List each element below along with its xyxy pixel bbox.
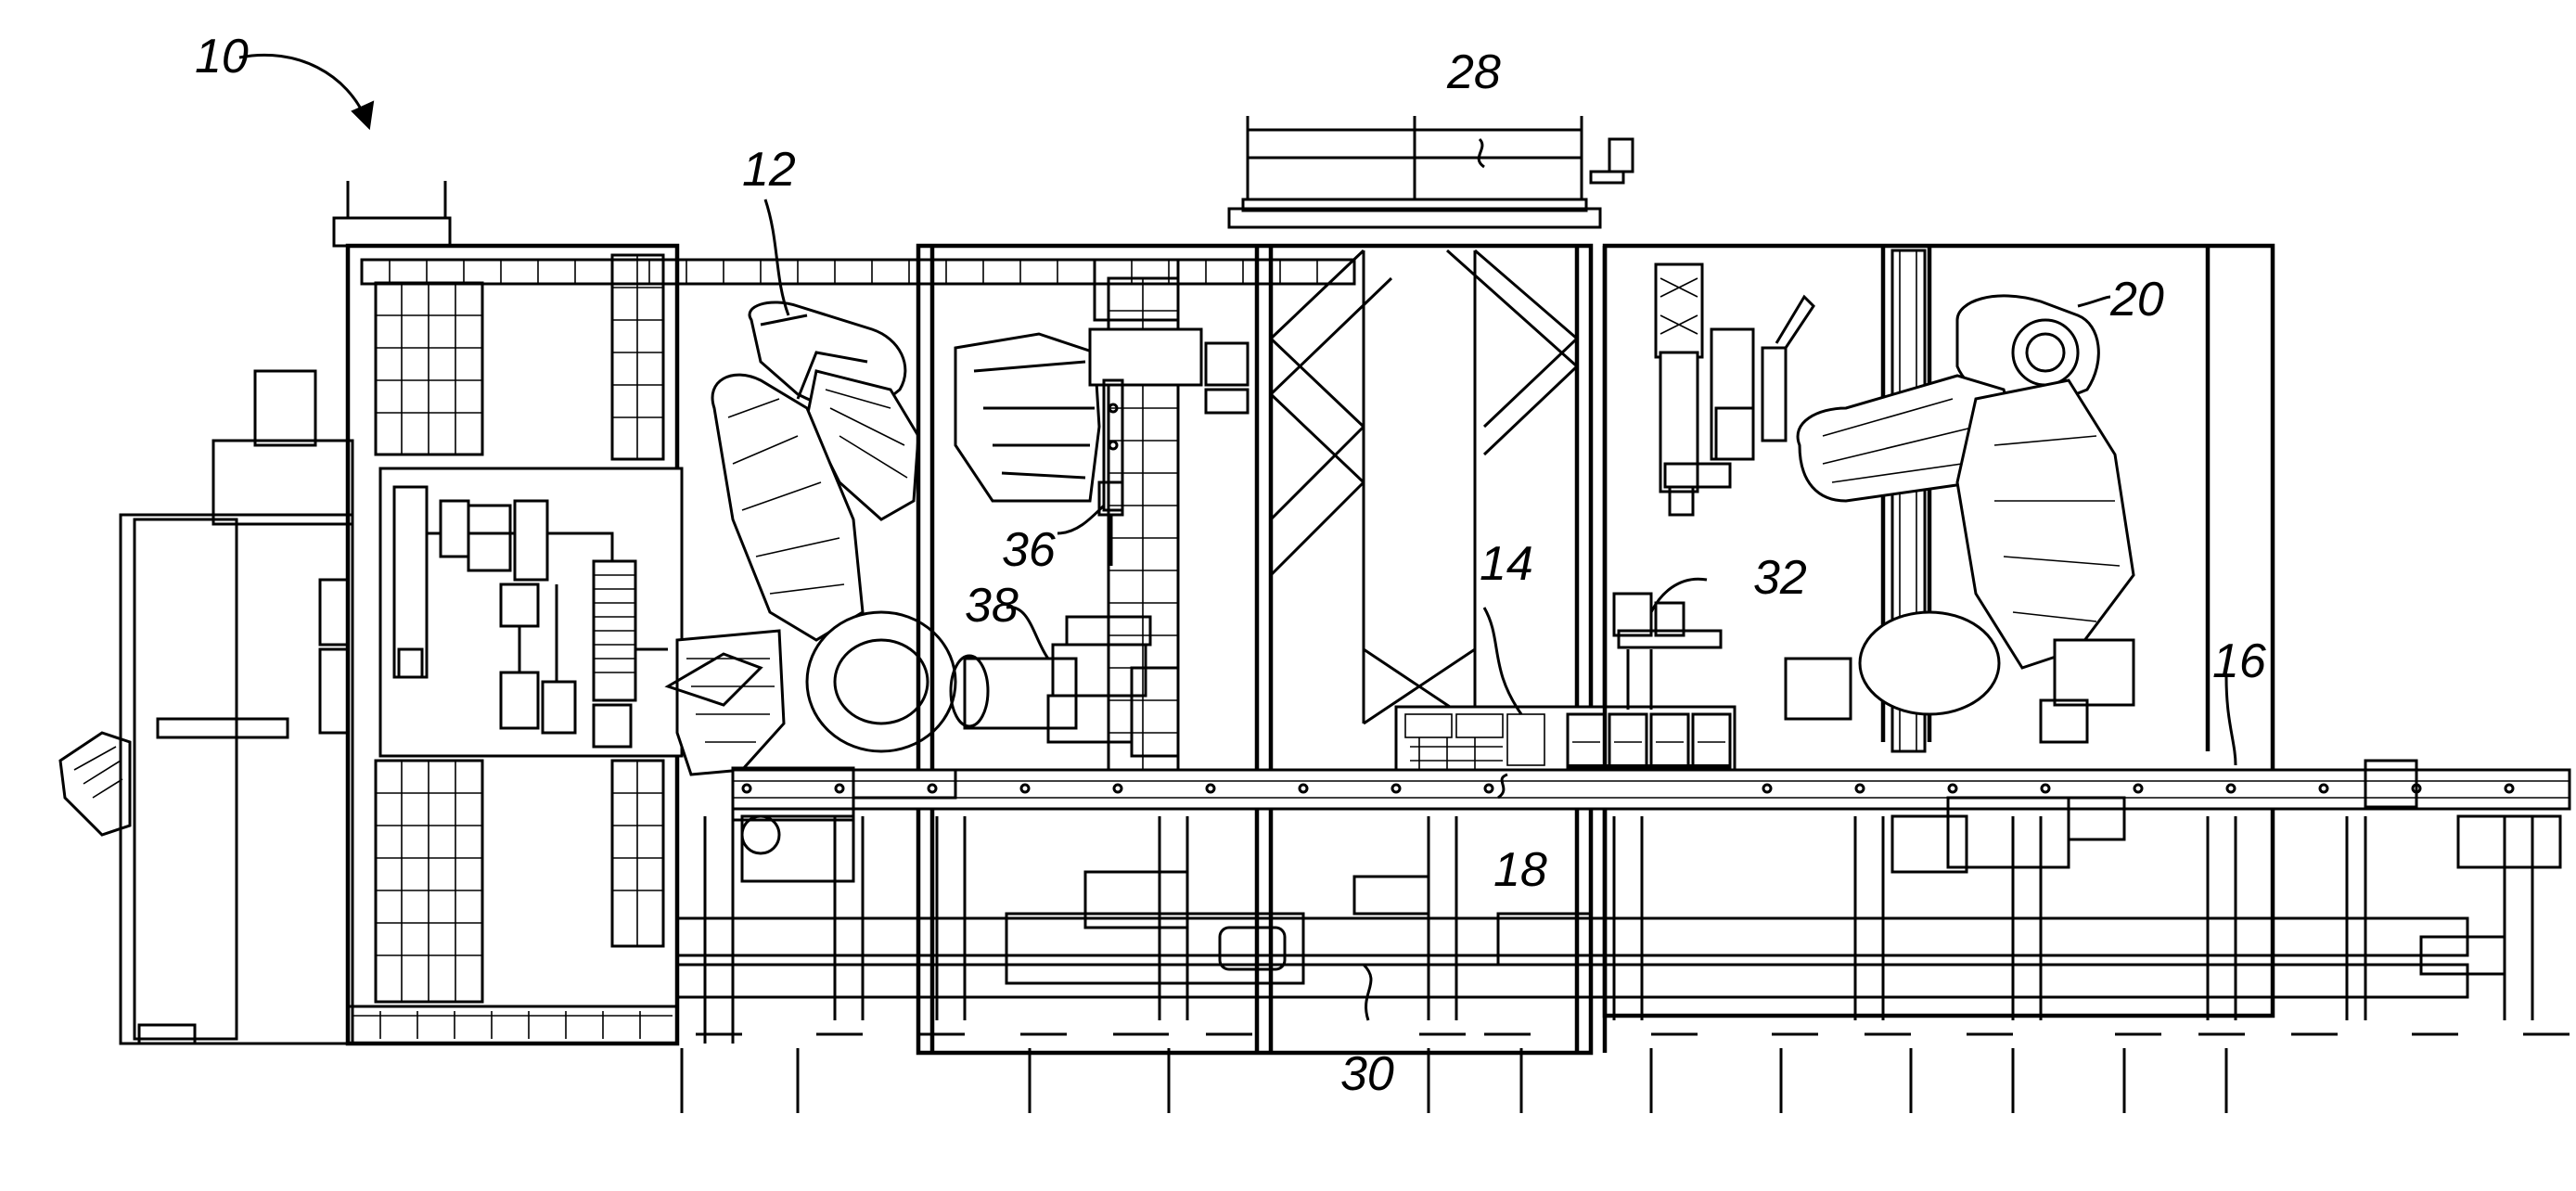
label-30: 30 [1340, 1047, 1394, 1101]
label-36: 36 [1002, 523, 1056, 577]
underframe [677, 816, 2570, 1113]
label-38: 38 [965, 579, 1019, 633]
top-platform [1229, 116, 1633, 227]
left-cabinet [60, 371, 352, 1044]
label-20: 20 [2109, 273, 2164, 327]
conveyor [733, 761, 2570, 974]
label-18: 18 [1493, 843, 1547, 897]
control-unit [1396, 707, 1735, 776]
robot-left [668, 302, 955, 775]
robot-right [1786, 296, 2134, 742]
label-10: 10 [195, 30, 249, 83]
station-38 [951, 617, 1178, 756]
pneumatic-panel [380, 468, 682, 756]
label-28: 28 [1446, 45, 1501, 99]
label-16: 16 [2212, 634, 2266, 688]
tool-gripper [955, 329, 1248, 566]
label-12: 12 [742, 143, 796, 197]
top-rail-grid [362, 260, 1354, 284]
label-14: 14 [1480, 537, 1533, 591]
label-32: 32 [1753, 551, 1807, 605]
bracket-32 [1614, 594, 1721, 710]
